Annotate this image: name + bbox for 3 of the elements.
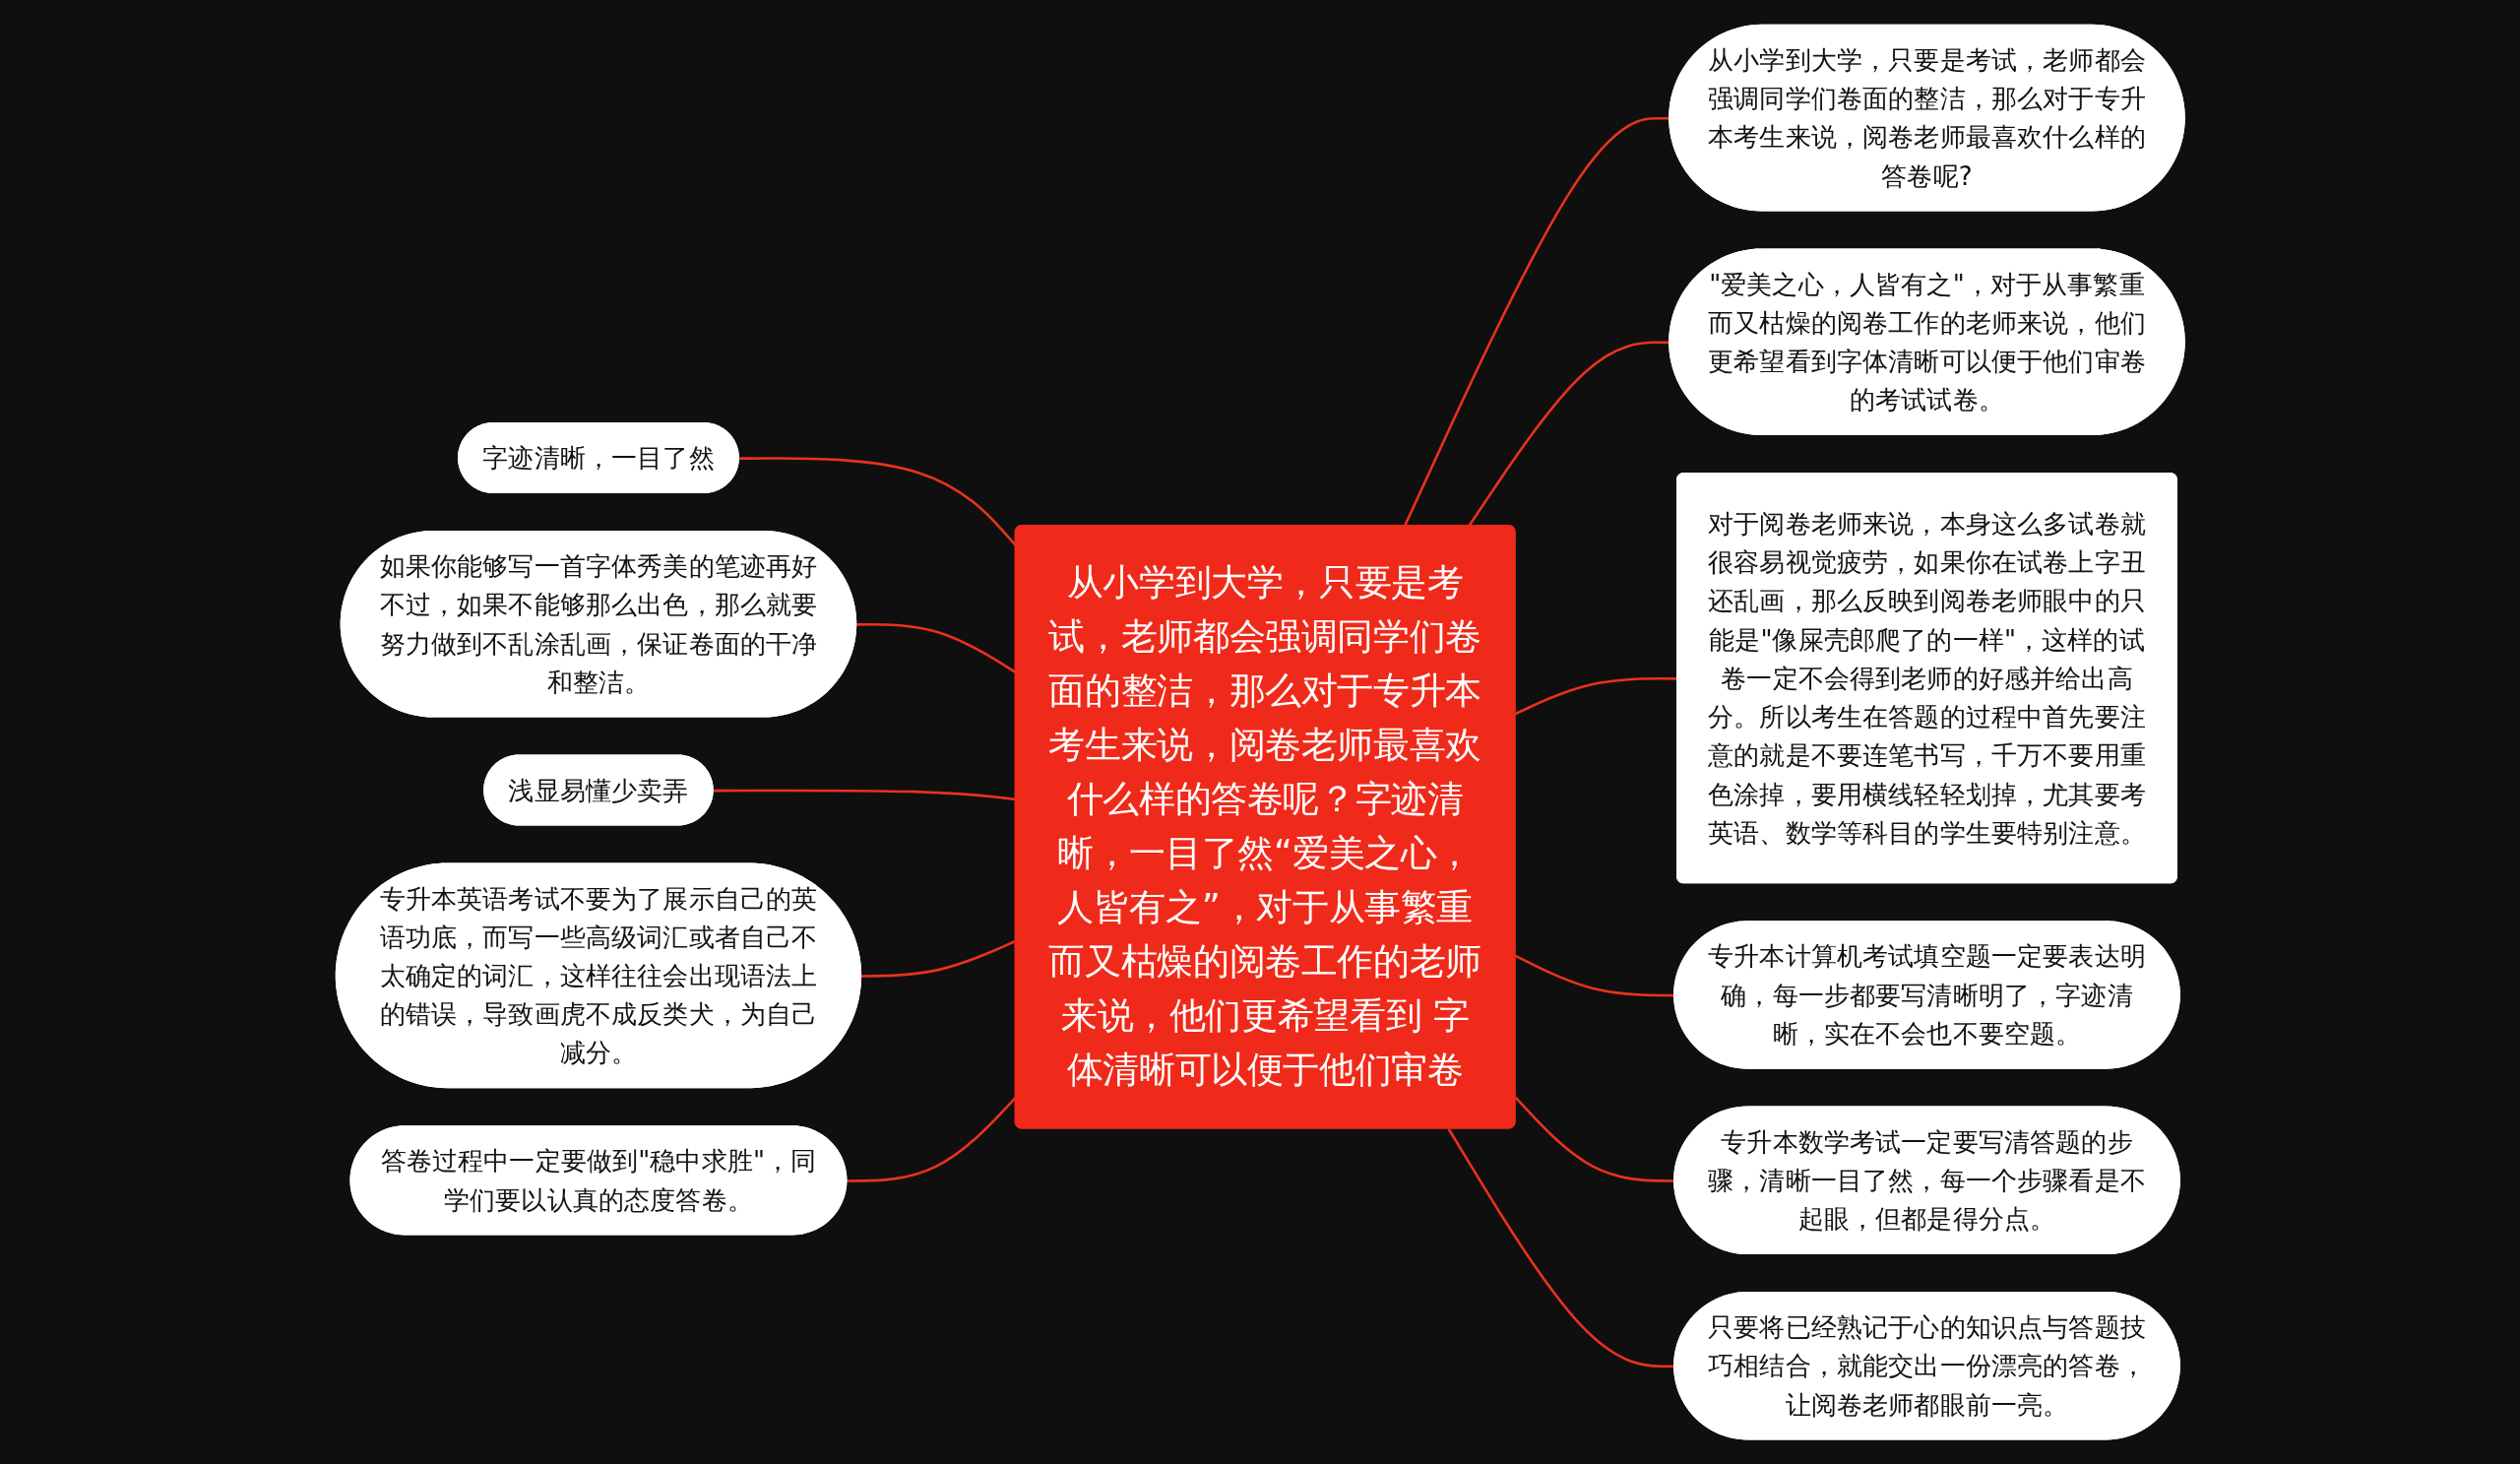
connector bbox=[1447, 1127, 1675, 1369]
connector bbox=[738, 457, 1017, 546]
connector bbox=[713, 789, 1016, 801]
